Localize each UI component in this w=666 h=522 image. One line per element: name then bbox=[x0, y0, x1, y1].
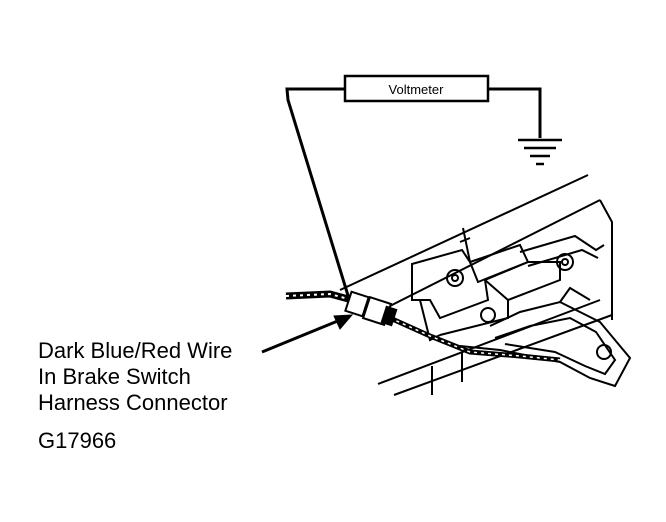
vehicle-panel bbox=[339, 174, 632, 396]
probe-lead bbox=[285, 87, 352, 303]
callout-line-3: Harness Connector bbox=[38, 390, 228, 415]
figure-id: G17966 bbox=[38, 428, 117, 453]
wire-callout: Dark Blue/Red Wire In Brake Switch Harne… bbox=[38, 338, 232, 416]
harness-connector bbox=[344, 290, 398, 327]
callout-line-1: Dark Blue/Red Wire bbox=[38, 338, 233, 363]
ground-symbol bbox=[518, 138, 562, 166]
wire-harness bbox=[285, 290, 561, 363]
voltmeter-label: Voltmeter bbox=[389, 82, 445, 97]
callout-arrow bbox=[261, 314, 354, 354]
ground-lead bbox=[488, 87, 542, 138]
callout-line-2: In Brake Switch bbox=[38, 364, 191, 389]
voltmeter: Voltmeter bbox=[343, 74, 490, 103]
